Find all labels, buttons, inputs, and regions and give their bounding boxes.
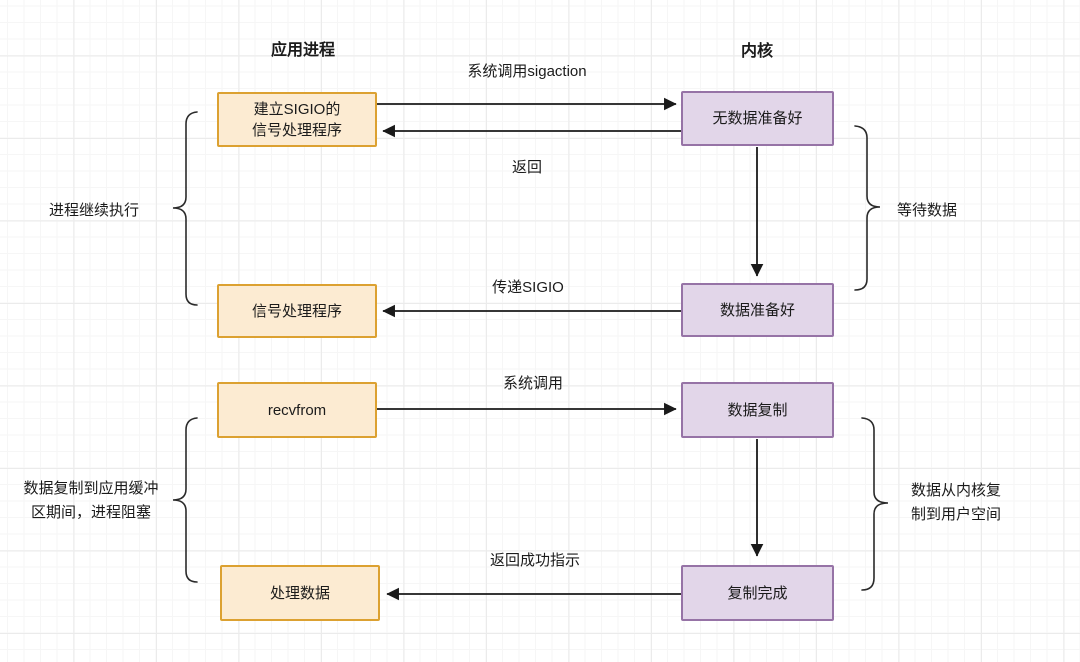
column-header-app-process: 应用进程 — [270, 42, 335, 59]
box-copy-complete: 复制完成 — [681, 565, 834, 621]
brace-process-continues — [172, 111, 198, 306]
box-signal-handler: 信号处理程序 — [217, 284, 377, 338]
edge-label-sigaction-call: 系统调用sigaction — [467, 63, 587, 80]
brace-kernel-to-user — [861, 417, 889, 591]
box-recvfrom: recvfrom — [217, 382, 377, 438]
edge-label-return-success: 返回成功指示 — [489, 552, 580, 569]
box-process-data: 处理数据 — [220, 565, 380, 621]
column-header-kernel: 内核 — [740, 43, 773, 60]
box-data-ready: 数据准备好 — [681, 283, 834, 337]
box-data-copy: 数据复制 — [681, 382, 834, 438]
side-label-process-continues: 进程继续执行 — [48, 202, 139, 219]
edge-label-deliver-sigio: 传递SIGIO — [492, 279, 564, 296]
brace-wait-for-data — [854, 125, 881, 291]
side-label-wait-for-data: 等待数据 — [897, 202, 958, 219]
box-no-data-ready: 无数据准备好 — [681, 91, 834, 146]
side-label-copy-blocking: 数据复制到应用缓冲 区期间，进程阻塞 — [23, 480, 159, 521]
brace-copy-blocking — [172, 417, 198, 583]
edge-label-return: 返回 — [511, 159, 542, 176]
edge-label-system-call: 系统调用 — [502, 375, 563, 392]
box-setup-sigio-handler: 建立SIGIO的 信号处理程序 — [217, 92, 377, 147]
side-label-kernel-to-user: 数据从内核复 制到用户空间 — [911, 482, 1002, 523]
